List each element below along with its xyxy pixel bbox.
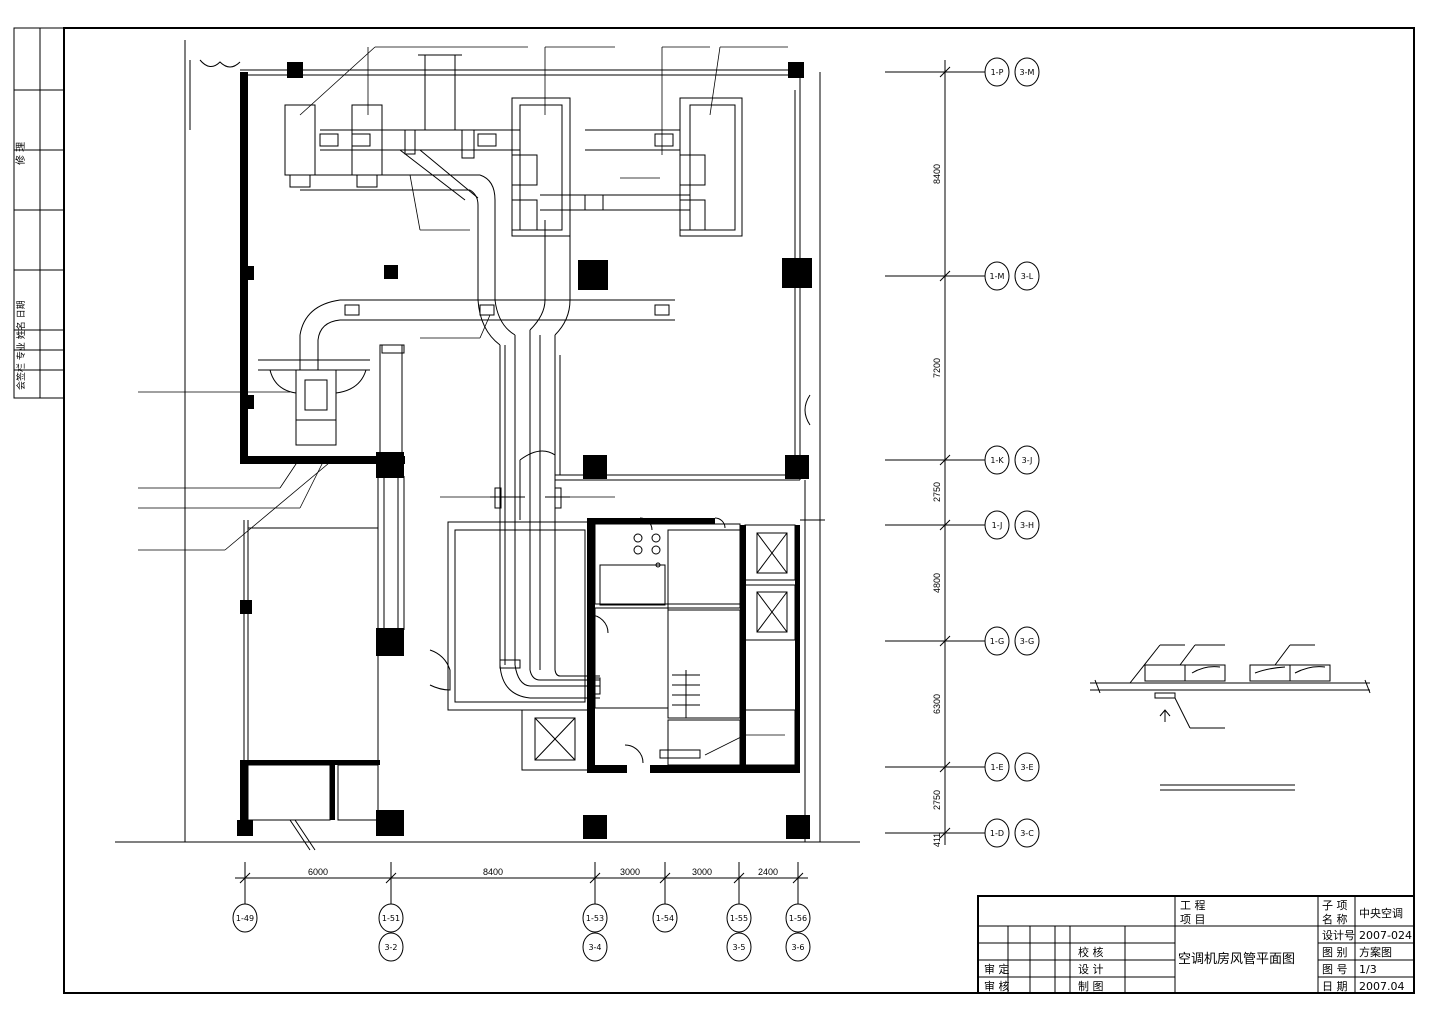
tb-date-value: 2007.04 (1359, 980, 1405, 993)
grid-right-b-4: 3-G (1020, 637, 1034, 646)
grid-right-a-5: 1-E (990, 763, 1003, 772)
ductwork (299, 54, 690, 699)
thin-walls (115, 40, 860, 851)
dim-bottom-0: 6000 (308, 867, 328, 877)
grid-right-b-1: 3-L (1021, 272, 1034, 281)
grid-bottom-main-4: 1-55 (730, 914, 748, 923)
tb-project-label-2: 项 目 (1180, 913, 1206, 926)
grid-right-b-5: 3-E (1020, 763, 1033, 772)
dim-bottom-2: 3000 (620, 867, 640, 877)
section-detail (1090, 644, 1371, 791)
grid-bottom-main-0: 1-49 (236, 914, 254, 923)
tb-subitem-label-1: 子 项 (1322, 899, 1348, 912)
grid-bottom-main-2: 1-53 (586, 914, 604, 923)
right-grid-bubbles (984, 57, 1040, 848)
grid-right-a-1: 1-M (990, 272, 1005, 281)
grid-bottom-main-1: 1-51 (382, 914, 400, 923)
right-dims: 8400 7200 2750 4800 6300 2750 411 (932, 164, 942, 847)
left-strip (13, 27, 65, 399)
grid-bottom-main-5: 1-56 (789, 914, 807, 923)
elevator-shafts (534, 532, 788, 761)
tb-design-no-value: 2007-024 (1359, 929, 1412, 942)
grid-right-b-0: 3-M (1020, 68, 1035, 77)
grid-bottom-sub-5: 3-6 (791, 943, 804, 952)
grid-right-a-6: 1-D (990, 829, 1004, 838)
grid-right-a-4: 1-G (990, 637, 1004, 646)
tb-approve-label: 审 定 (984, 962, 1010, 976)
columns (237, 62, 812, 839)
grid-bottom-sub-4: 3-5 (732, 943, 745, 952)
grid-right-b-3: 3-H (1020, 521, 1034, 530)
tb-project-label-1: 工 程 (1180, 899, 1206, 912)
bottom-grid-labels: 1-49 1-51 3-2 1-53 3-4 1-54 1-55 3-5 1-5… (236, 914, 807, 952)
dim-bottom-1: 8400 (483, 867, 503, 877)
right-grid-labels: 1-P 3-M 1-M 3-L 1-K 3-J 1-J 3-H 1-G 3-G … (990, 68, 1035, 838)
dim-right-1: 7200 (932, 358, 942, 378)
dim-right-3: 4800 (932, 573, 942, 593)
grid-right-a-3: 1-J (992, 521, 1003, 530)
left-strip-text-b: 会签栏 专业 姓名 日期 (15, 300, 27, 390)
tb-design-label: 设 计 (1078, 963, 1104, 976)
tb-category-label: 图 别 (1322, 946, 1348, 959)
bottom-grid-bubbles (232, 903, 811, 962)
leader-lines (138, 46, 788, 756)
tb-sheet-no-label: 图 号 (1322, 963, 1348, 976)
title-block-frame (977, 895, 1415, 994)
grid-bottom-main-3: 1-54 (656, 914, 674, 923)
grid-bottom-sub-2: 3-4 (588, 943, 601, 952)
sheet-border (63, 27, 1415, 994)
tb-review-label: 审 核 (984, 979, 1010, 993)
tb-sheet-no-value: 1/3 (1359, 963, 1377, 976)
dim-right-6: 411 (932, 833, 942, 847)
dim-bottom-4: 2400 (758, 867, 778, 877)
dim-bottom-3: 3000 (692, 867, 712, 877)
dim-right-5: 2750 (932, 790, 942, 810)
tb-category-value: 方案图 (1359, 945, 1392, 959)
bottom-dims: 6000 8400 3000 3000 2400 (308, 867, 778, 877)
bottom-grid-lines (235, 862, 808, 905)
title-block-text: 工 程 项 目 子 项 名 称 中央空调 空调机房风管平面图 设计号 2007-… (984, 899, 1412, 993)
tb-design-no-label: 设计号 (1322, 929, 1355, 942)
diffusers (319, 133, 674, 695)
grid-bottom-sub-1: 3-2 (384, 943, 397, 952)
grid-right-a-0: 1-P (991, 68, 1004, 77)
tb-draw-label: 制 图 (1078, 980, 1104, 993)
tb-date-label: 日 期 (1322, 980, 1348, 993)
tb-drawing-title: 空调机房风管平面图 (1178, 951, 1295, 967)
grid-right-b-2: 3-J (1022, 456, 1033, 465)
grid-right-b-6: 3-C (1020, 829, 1034, 838)
grid-right-a-2: 1-K (990, 456, 1004, 465)
dim-right-0: 8400 (932, 164, 942, 184)
tb-check-label: 校 核 (1078, 945, 1104, 959)
dim-right-4: 6300 (932, 694, 942, 714)
tb-subitem-value: 中央空调 (1359, 906, 1403, 920)
tb-subitem-label-2: 名 称 (1322, 912, 1348, 926)
left-strip-text-a: 修 理 (14, 142, 27, 165)
right-grid-lines (885, 60, 985, 845)
dim-right-2: 2750 (932, 482, 942, 502)
